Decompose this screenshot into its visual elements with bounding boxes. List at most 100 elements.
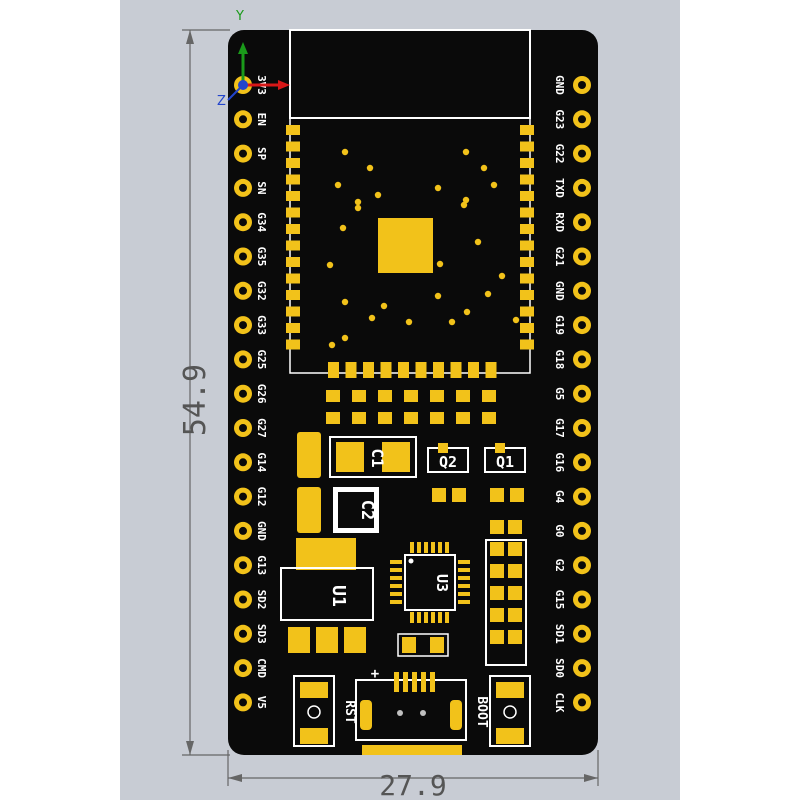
right-pin-16	[573, 624, 591, 643]
left-pin-labels: 3V3ENSPSNG34G35G32G33G25G26G27G14G12GNDG…	[255, 75, 268, 709]
right-pin-labels: GNDG23G22TXDRXDG21GNDG19G18G5G17G16G4G0G…	[553, 75, 566, 713]
left-pin-label: G25	[255, 349, 268, 369]
left-pin-label: GND	[255, 521, 268, 541]
u3-chip: U3	[390, 542, 470, 623]
module-pads-left	[286, 125, 300, 350]
usb-plus-label: +	[371, 666, 379, 682]
right-pin-label: SD1	[553, 624, 566, 644]
right-pin-label: G19	[553, 315, 566, 335]
right-pin-12	[573, 487, 591, 506]
right-pin-label: RXD	[553, 212, 566, 232]
boot-label: BOOT	[474, 696, 489, 727]
left-pin-label: G35	[255, 247, 268, 267]
width-dimension-label: 27.9	[379, 769, 446, 800]
left-pin-2	[234, 144, 252, 163]
right-pin-label: CLK	[553, 692, 566, 712]
right-pin-13	[573, 521, 591, 540]
right-pin-label: GND	[553, 281, 566, 301]
right-pin-2	[573, 144, 591, 163]
left-pin-6	[234, 281, 252, 300]
small-pads-row	[326, 390, 496, 424]
left-pin-label: SP	[255, 147, 268, 161]
left-pin-9	[234, 384, 252, 403]
left-pin-label: G26	[255, 384, 268, 404]
left-pin-label: G12	[255, 487, 268, 507]
c1-capacitor: C1	[329, 436, 417, 478]
axis-z-label: Z	[217, 94, 226, 109]
left-pin-label: EN	[255, 113, 268, 126]
right-pin-14	[573, 556, 591, 575]
left-pin-label: G14	[255, 452, 268, 472]
q1-transistor: Q1	[484, 443, 526, 502]
right-pin-10	[573, 419, 591, 437]
pad-left-2	[297, 487, 321, 533]
vias	[326, 148, 520, 349]
rst-button: RST	[293, 675, 357, 747]
thermal-pad	[378, 218, 433, 273]
usb-connector: +	[355, 666, 467, 755]
left-pin-12	[234, 487, 252, 506]
right-pin-label: G17	[553, 418, 566, 438]
rst-label: RST	[342, 700, 357, 724]
module-pads-bottom	[328, 362, 497, 378]
left-pin-label: G34	[255, 212, 268, 232]
left-pin-label: G27	[255, 418, 268, 438]
right-pin-label: GND	[553, 75, 566, 95]
left-pin-label: G33	[255, 315, 268, 335]
right-pin-7	[573, 316, 591, 335]
height-dimension	[182, 29, 230, 756]
left-pin-label: SN	[255, 181, 268, 194]
right-pin-label: G21	[553, 247, 566, 267]
left-pin-16	[234, 624, 252, 643]
right-pin-9	[573, 384, 591, 403]
axis-y-label: Y	[235, 9, 244, 24]
small-diode	[397, 633, 449, 657]
right-pin-8	[573, 350, 591, 369]
left-pin-label: SD2	[255, 590, 268, 610]
left-pin-label: CMD	[255, 658, 268, 678]
left-pin-15	[234, 590, 252, 609]
left-pin-label: G13	[255, 555, 268, 575]
resistor-array	[485, 520, 527, 666]
right-pin-label: G15	[553, 590, 566, 610]
left-pin-1	[234, 110, 252, 129]
right-pin-17	[573, 659, 591, 678]
left-pin-7	[234, 316, 252, 335]
left-pin-8	[234, 350, 252, 369]
left-pin-label: V5	[255, 696, 268, 709]
right-pin-label: G4	[553, 490, 566, 504]
pad-left-1	[297, 432, 321, 478]
left-pin-14	[234, 556, 252, 575]
right-pin-label: G23	[553, 109, 566, 129]
c2-capacitor: C2	[333, 487, 379, 533]
right-pin-0	[573, 76, 591, 94]
left-pin-label: SD3	[255, 624, 268, 644]
u3-label: U3	[433, 574, 451, 592]
q1-label: Q1	[496, 453, 514, 471]
boot-button: BOOT	[474, 675, 531, 747]
right-pin-5	[573, 247, 591, 266]
c1-label: C1	[368, 448, 387, 467]
right-pin-15	[573, 590, 591, 609]
right-pin-label: G22	[553, 144, 566, 164]
right-pin-11	[573, 453, 591, 472]
right-pin-label: G16	[553, 452, 566, 472]
q2-label: Q2	[439, 453, 457, 471]
right-pin-18	[573, 693, 591, 712]
u1-label: U1	[328, 585, 349, 607]
c2-label: C2	[357, 500, 377, 520]
left-pin-5	[234, 247, 252, 266]
right-pin-6	[573, 281, 591, 300]
right-pin-3	[573, 178, 591, 197]
width-dimension	[227, 750, 599, 786]
axis-gizmo: Y Z	[217, 9, 290, 109]
u1-regulator: U1	[280, 538, 374, 653]
left-pin-11	[234, 453, 252, 472]
left-pin-3	[234, 178, 252, 197]
left-pin-13	[234, 521, 252, 540]
module-pads-right	[520, 125, 534, 350]
height-dimension-label: 54.9	[178, 364, 213, 436]
left-pin-18	[234, 693, 252, 712]
right-pin-label: TXD	[553, 178, 566, 198]
